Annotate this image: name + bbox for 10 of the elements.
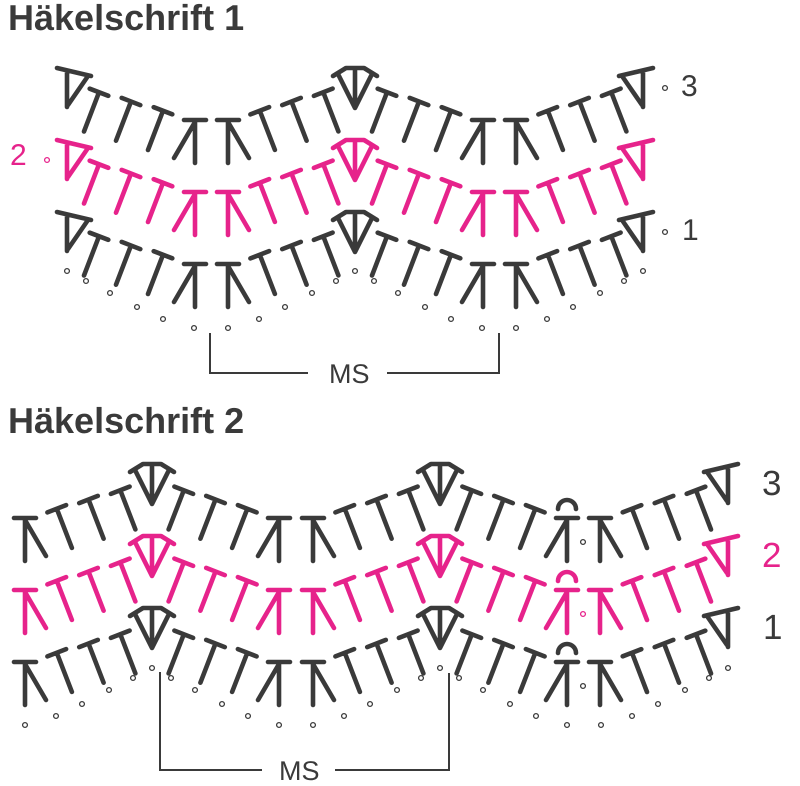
row-number: 1 [682,216,699,246]
repeat-label: MS [329,361,370,388]
row-number: 1 [763,610,782,645]
row-number: 3 [681,72,698,102]
row-number: 2 [762,538,782,573]
row-number: 2 [10,141,27,171]
repeat-label: MS [279,758,320,785]
chart-heading: Häkelschrift 1 [8,0,244,36]
row-number: 3 [762,466,782,501]
chart-heading: Häkelschrift 2 [8,403,244,439]
